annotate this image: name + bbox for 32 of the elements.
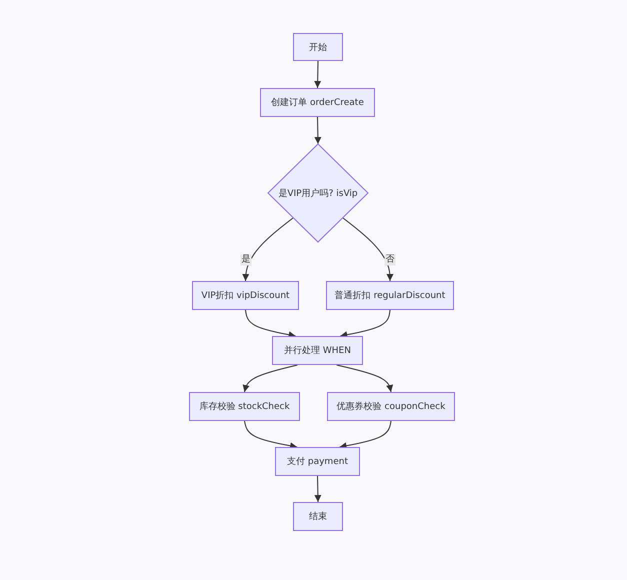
arrow (314, 60, 322, 88)
node-label: 开始 (309, 42, 327, 54)
arrow (244, 420, 298, 450)
process-box (293, 502, 343, 531)
process-box (192, 281, 299, 310)
node-label: 普通折扣 regularDiscount (334, 289, 446, 302)
node-label: VIP折扣 vipDiscount (201, 290, 290, 302)
arrow (314, 116, 322, 144)
edge-label: 是 (240, 254, 252, 266)
node-label: 优惠券校验 couponCheck (336, 400, 446, 413)
node-label: 结束 (309, 510, 327, 523)
process-box (293, 33, 343, 61)
arrow (314, 476, 322, 502)
arrow (342, 218, 394, 282)
process-box (272, 336, 363, 365)
arrow (242, 218, 294, 282)
process-box (327, 392, 455, 421)
node-label: 创建订单 orderCreate (271, 96, 364, 109)
process-box (189, 392, 300, 421)
arrow (339, 420, 392, 450)
node-label: 并行处理 WHEN (284, 344, 351, 357)
arrow (245, 310, 296, 338)
arrow (340, 310, 390, 338)
process-box (326, 281, 454, 310)
node-label: 支付 payment (287, 456, 348, 468)
node-label: 库存校验 stockCheck (199, 400, 290, 413)
process-box (275, 447, 360, 476)
arrow (336, 364, 394, 392)
process-box (260, 88, 375, 117)
arrow (242, 364, 298, 392)
node-label: 是VIP用户吗? isVip (278, 188, 358, 200)
edge-label: 否 (384, 254, 396, 266)
